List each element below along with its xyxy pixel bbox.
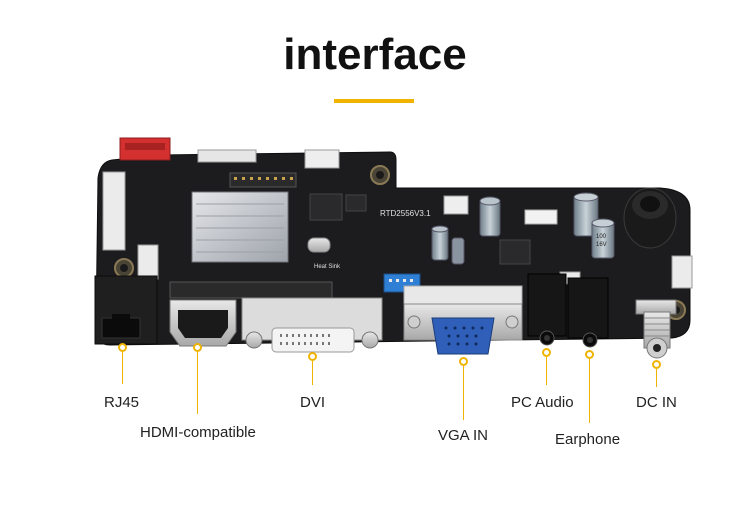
rj45-leader [122, 352, 123, 384]
earphone-label: Earphone [555, 431, 621, 448]
vga-leader [463, 366, 464, 420]
pc-audio-jack [527, 273, 567, 346]
dvi-leader [312, 361, 313, 385]
rj45-marker [118, 343, 127, 352]
vga-marker [459, 357, 468, 366]
pc-audio-label: PC Audio [511, 394, 574, 411]
hdmi-port [169, 299, 237, 347]
dc-in-label: DC IN [636, 394, 677, 411]
vga-label: VGA IN [438, 427, 489, 444]
board-model-marking: RTD2556V3.1 [380, 209, 431, 218]
dc-in-jack [635, 299, 677, 359]
pc-audio-marker [542, 348, 551, 357]
heatsink-marking: Heat Sink [314, 264, 341, 270]
lvds-connector [197, 149, 257, 163]
pc-audio-leader [546, 357, 547, 385]
page-title: interface [283, 30, 467, 79]
rj45-label: RJ45 [104, 394, 140, 411]
capacitor-voltage-marking: 16V [596, 242, 607, 248]
hdmi-leader [197, 352, 198, 414]
dvi-port [241, 297, 383, 353]
capacitor-value-marking: 100 [596, 234, 607, 240]
inductor [623, 187, 677, 249]
hdmi-marker [193, 343, 202, 352]
dvi-marker [308, 352, 317, 361]
earphone-marker [585, 350, 594, 359]
hdmi-label: HDMI-compatible [140, 424, 256, 441]
rj45-port [94, 275, 158, 345]
vga-port [403, 285, 523, 355]
dc-in-leader [656, 369, 657, 387]
capacitors: 100 16V [431, 192, 615, 265]
earphone-jack [567, 277, 609, 348]
title-underline [334, 99, 414, 103]
earphone-leader [589, 359, 590, 423]
dc-in-marker [652, 360, 661, 369]
dvi-label: DVI [300, 394, 326, 411]
